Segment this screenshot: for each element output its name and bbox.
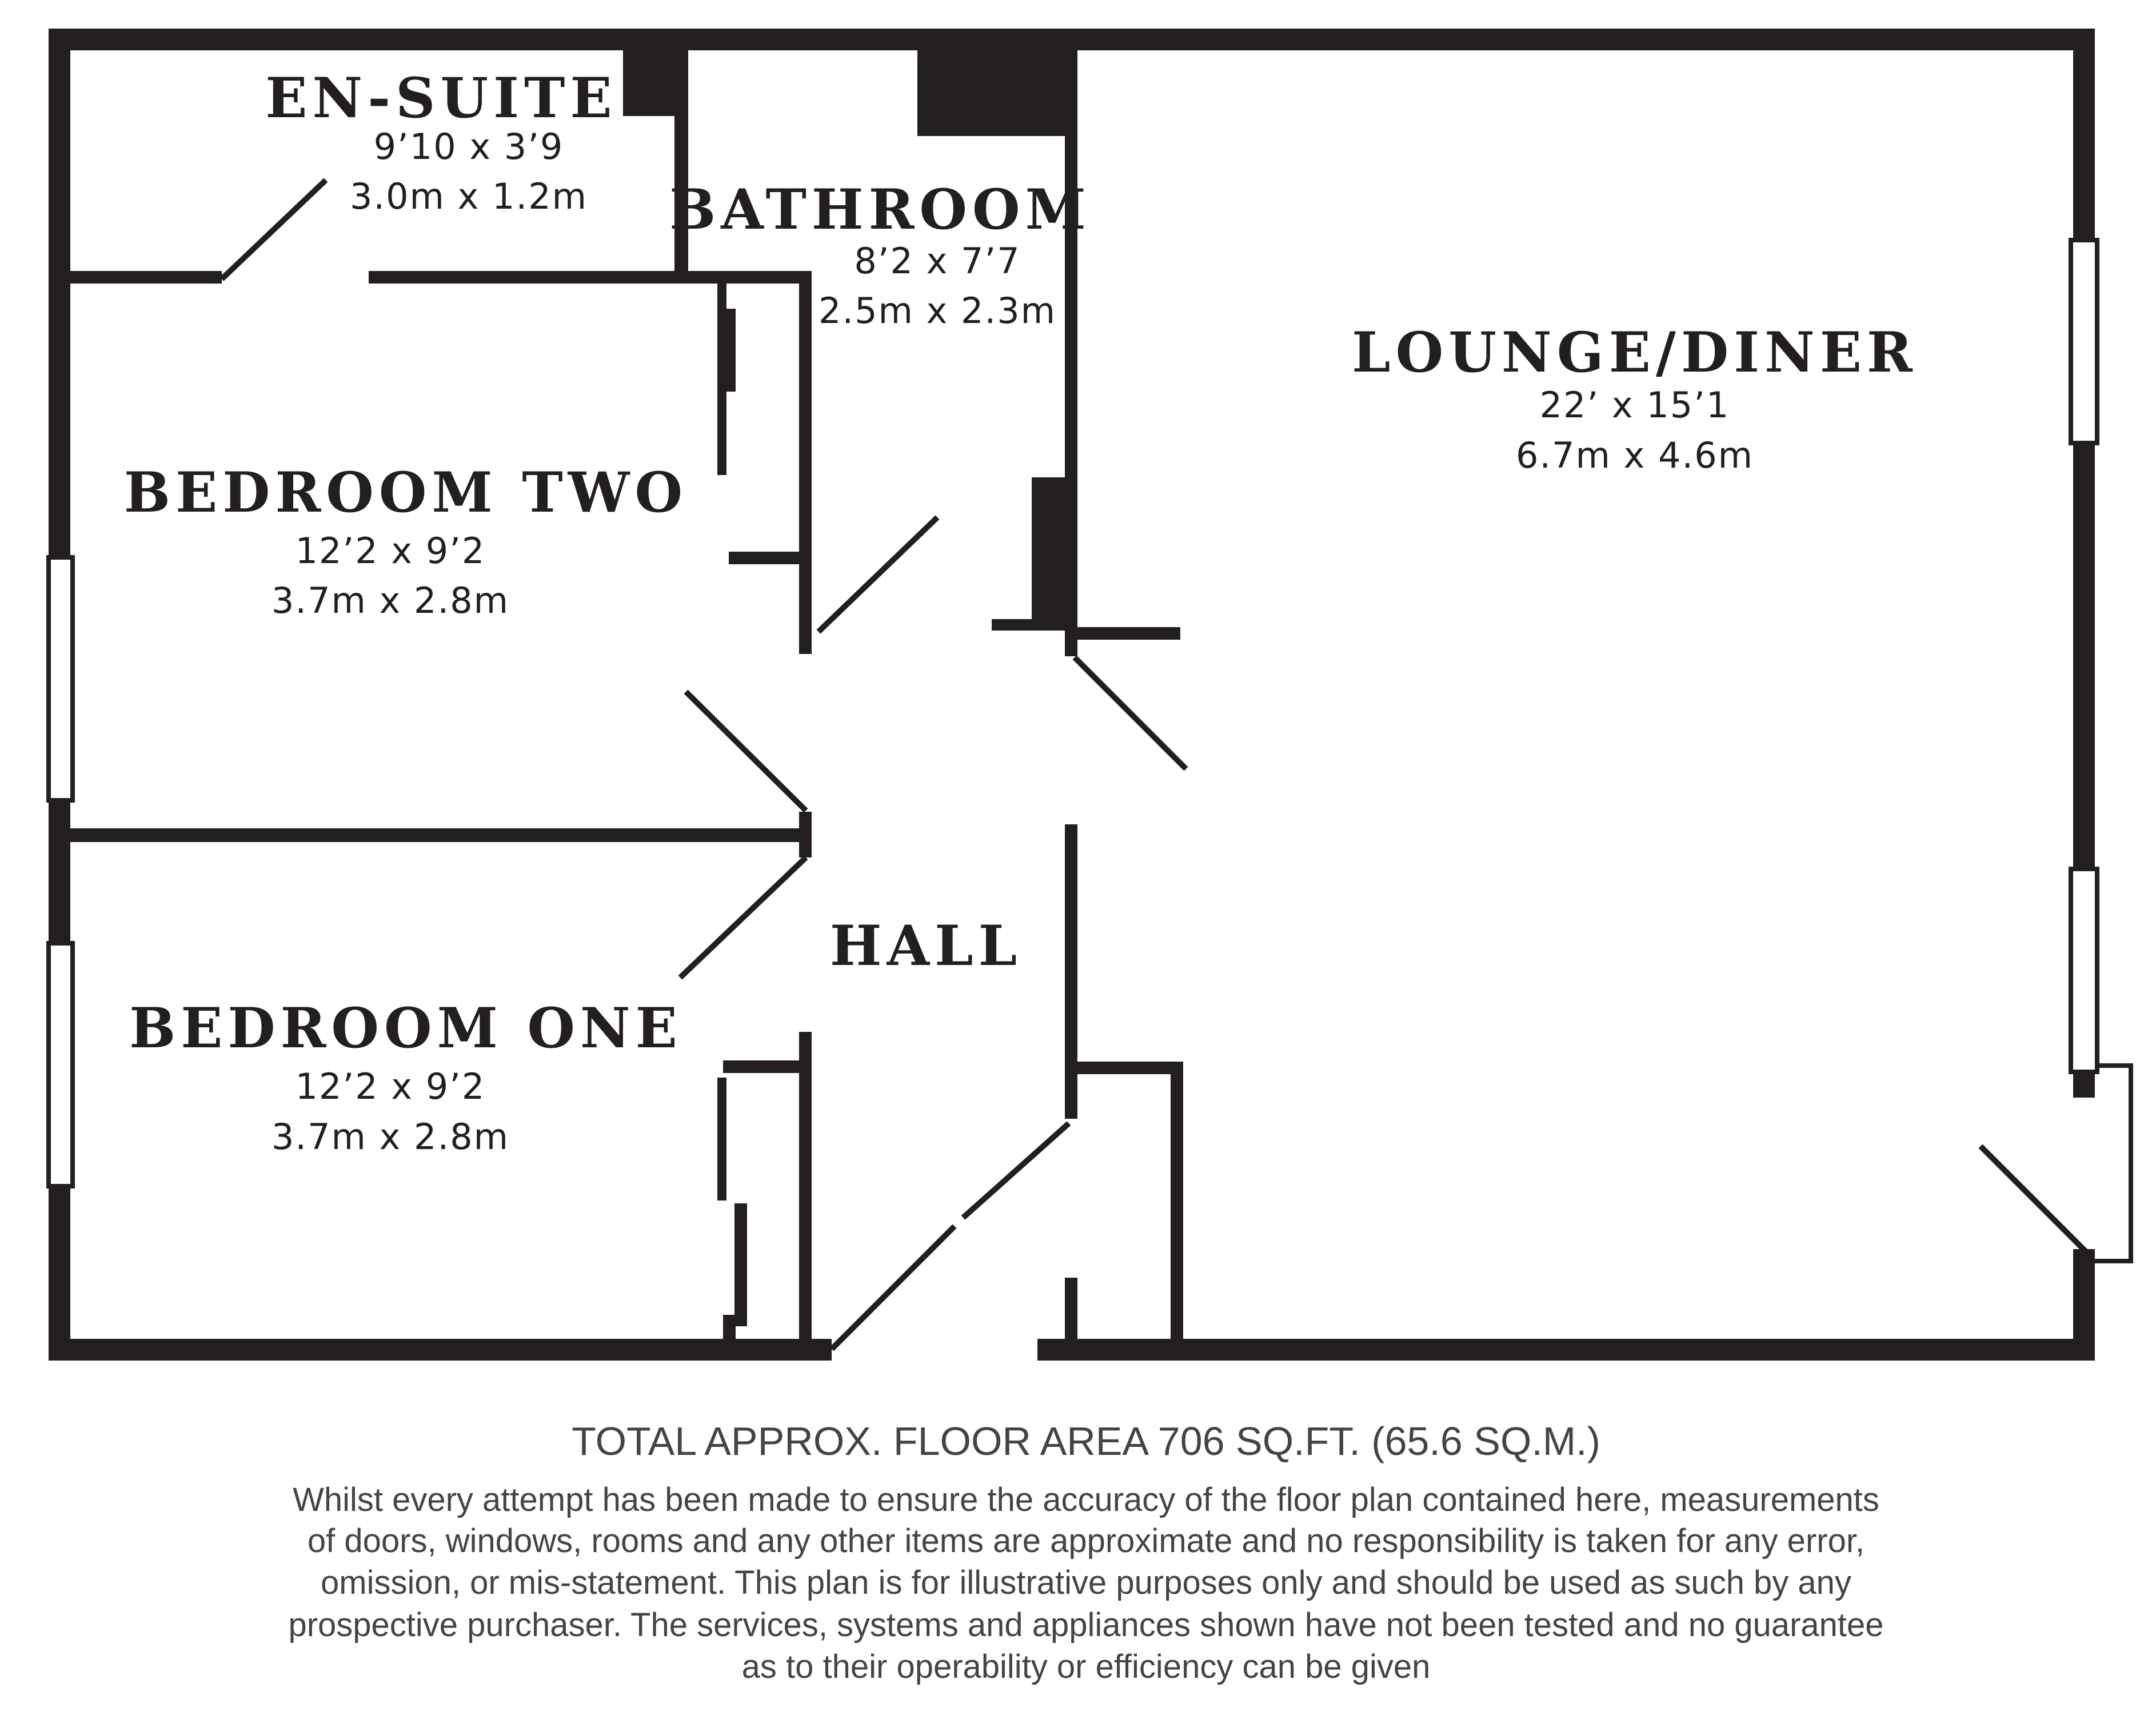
windows — [46, 238, 2099, 1188]
door-ensuite — [219, 178, 328, 281]
wall-hall-right-low — [1065, 1278, 1077, 1361]
dim-bedroom-one-metric: 3.7m x 2.8m — [272, 1116, 509, 1158]
doors — [219, 178, 2089, 1351]
wall-lounge-stub-top — [1077, 627, 1180, 640]
internal-walls — [70, 50, 2133, 1361]
cupboard-lounge-top — [1077, 1062, 1183, 1074]
wall-ensuite-bottom-right — [369, 271, 812, 284]
door-front-a — [829, 1224, 957, 1351]
door-front-b — [961, 1121, 1071, 1220]
door-bedroom-two — [684, 689, 808, 813]
footer: TOTAL APPROX. FLOOR AREA 706 SQ.FT. (65.… — [288, 1419, 1883, 1685]
cupboard-b2-wall-inner — [723, 309, 736, 392]
disclaimer-line-5: as to their operability or efficiency ca… — [742, 1648, 1431, 1685]
wall-bedrooms-divider-end — [799, 812, 812, 858]
cupboard-b1-outer — [717, 1078, 726, 1200]
cupboard-b1-foot — [723, 1315, 736, 1343]
dim-bedroom-two-metric: 3.7m x 2.8m — [272, 580, 509, 621]
dim-en-suite-imperial: 9’10 x 3’9 — [374, 126, 564, 167]
door-bay — [1978, 1144, 2089, 1254]
cupboard-lounge-right — [1171, 1062, 1183, 1361]
dim-lounge-metric: 6.7m x 4.6m — [1516, 434, 1754, 476]
door-lounge — [1072, 655, 1188, 771]
dim-en-suite-metric: 3.0m x 1.2m — [350, 176, 588, 217]
dim-bathroom-metric: 2.5m x 2.3m — [819, 290, 1056, 332]
dim-bathroom-imperial: 8’2 x 7’7 — [854, 240, 1020, 282]
label-hall: HALL — [830, 914, 1022, 978]
label-en-suite: EN-SUITE — [265, 66, 617, 130]
label-bedroom-one: BEDROOM ONE — [129, 996, 682, 1060]
wall-b1-cupboard-right — [799, 1032, 812, 1361]
disclaimer-line-1: Whilst every attempt has been made to en… — [293, 1481, 1879, 1518]
window-bedroom-one — [46, 941, 75, 1188]
door-bathroom — [816, 515, 940, 634]
cupboard-b1-inner — [734, 1203, 747, 1326]
outer-wall-bottom-left — [49, 1339, 832, 1361]
wall-bathroom-bottom — [992, 619, 1077, 631]
wall-hall-right — [1065, 824, 1077, 1119]
label-lounge-diner: LOUNGE/DINER — [1352, 320, 1918, 385]
window-lounge-upper — [2069, 238, 2099, 445]
window-bedroom-two — [46, 555, 75, 803]
disclaimer-line-4: prospective purchaser. The services, sys… — [288, 1606, 1883, 1644]
outer-wall-bottom-right — [1037, 1339, 2095, 1361]
chimney-bathroom — [917, 50, 1077, 136]
window-lounge-lower — [2069, 867, 2099, 1074]
wall-ensuite-bottom-left — [70, 271, 222, 284]
dim-bedroom-two-imperial: 12’2 x 9’2 — [296, 530, 486, 572]
bay-top — [2073, 1063, 2133, 1068]
bathroom-block — [1032, 477, 1077, 623]
door-bedroom-one — [678, 855, 808, 980]
wall-bedrooms-divider — [70, 828, 812, 842]
dim-lounge-imperial: 22’ x 15’1 — [1540, 384, 1730, 426]
chimney-ensuite — [623, 50, 688, 116]
total-floor-area: TOTAL APPROX. FLOOR AREA 706 SQ.FT. (65.… — [572, 1419, 1600, 1463]
room-labels: EN-SUITE 9’10 x 3’9 3.0m x 1.2m BATHROOM… — [124, 66, 1918, 1158]
label-bathroom: BATHROOM — [669, 177, 1091, 242]
wall-bathroom-left — [799, 271, 812, 654]
bay-right — [2129, 1063, 2133, 1263]
dim-bedroom-one-imperial: 12’2 x 9’2 — [296, 1066, 486, 1107]
bay-bottom — [2075, 1259, 2133, 1263]
cupboard-b1-top — [723, 1060, 812, 1073]
disclaimer-line-2: of doors, windows, rooms and any other i… — [308, 1522, 1864, 1560]
outer-wall-top — [49, 29, 2095, 50]
outer-wall-right-lower — [2073, 1249, 2095, 1361]
disclaimer-line-3: omission, or mis-statement. This plan is… — [321, 1564, 1851, 1601]
label-bedroom-two: BEDROOM TWO — [124, 460, 688, 525]
cupboard-b2-wall-bottom — [729, 552, 809, 564]
